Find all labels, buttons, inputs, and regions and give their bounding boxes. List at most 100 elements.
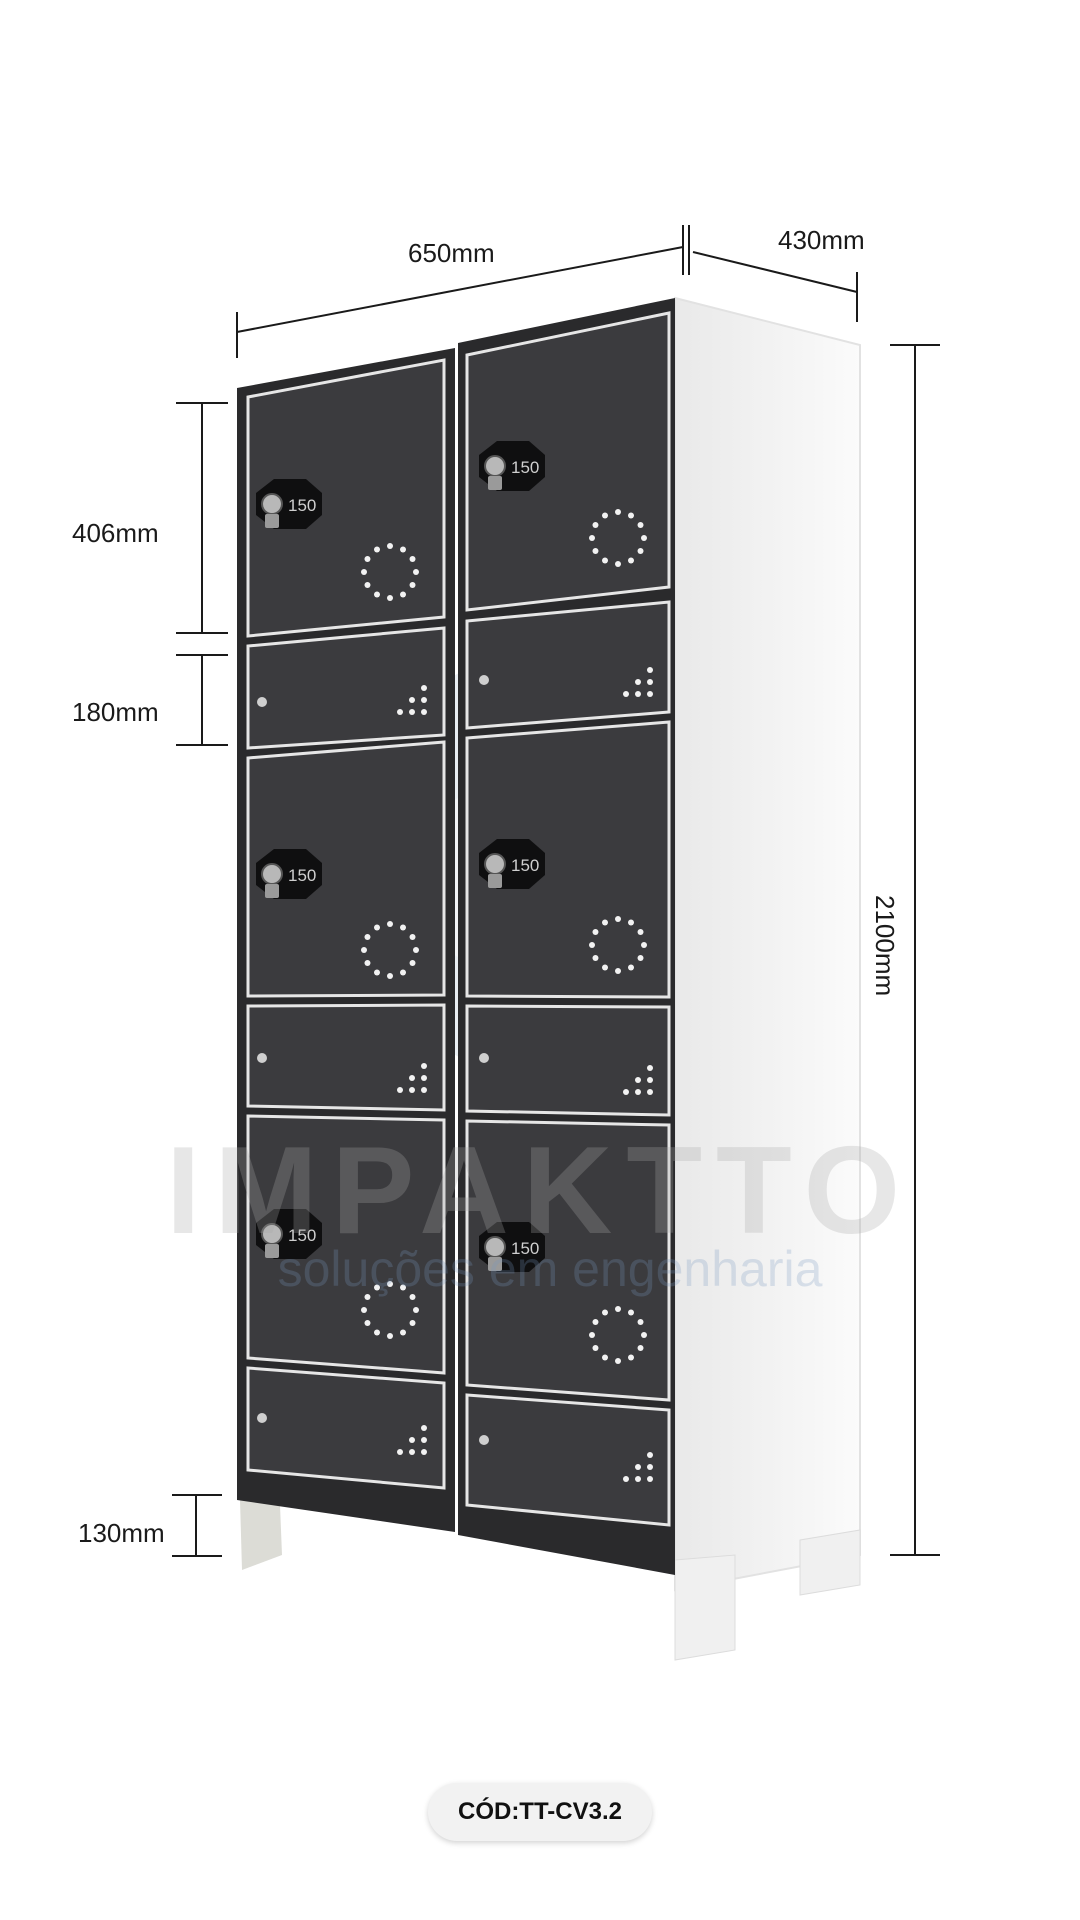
vent-hole bbox=[364, 1320, 371, 1326]
vent-hole bbox=[637, 929, 644, 935]
vent-hole bbox=[387, 543, 393, 549]
vent-hole bbox=[641, 1332, 647, 1338]
vent-hole bbox=[602, 1309, 608, 1316]
dimension-legs-label: 130mm bbox=[78, 1518, 165, 1548]
vent-hole bbox=[635, 1464, 641, 1470]
vent-hole bbox=[615, 1358, 621, 1364]
vent-hole bbox=[364, 1294, 371, 1300]
vent-hole bbox=[387, 973, 393, 979]
vent-hole bbox=[364, 934, 371, 940]
vent-hole bbox=[641, 942, 647, 948]
vent-hole bbox=[602, 557, 608, 564]
combination-lock-icon: 150 bbox=[256, 849, 322, 899]
vent-hole bbox=[397, 1449, 403, 1455]
vent-hole bbox=[409, 1449, 415, 1455]
locker-door-large[interactable] bbox=[246, 740, 446, 998]
combination-lock-icon: 150 bbox=[256, 1209, 322, 1259]
vent-hole bbox=[628, 919, 634, 926]
locker-doors bbox=[246, 311, 671, 1527]
lock-label: 150 bbox=[288, 866, 316, 885]
locker-door-large[interactable] bbox=[246, 358, 446, 638]
vent-hole bbox=[628, 557, 634, 564]
locker-door-small[interactable] bbox=[465, 600, 671, 730]
vent-hole bbox=[635, 1089, 641, 1095]
combination-lock-icon: 150 bbox=[479, 839, 545, 889]
vent-hole bbox=[374, 591, 380, 598]
vent-hole bbox=[421, 709, 427, 715]
vent-hole bbox=[647, 667, 653, 673]
vent-hole bbox=[409, 1437, 415, 1443]
vent-hole bbox=[397, 1087, 403, 1093]
dimension-large-door-label: 406mm bbox=[72, 518, 159, 548]
watermark-brand: IMPAKTTO bbox=[165, 1122, 915, 1260]
vent-hole bbox=[409, 934, 416, 940]
vent-hole bbox=[409, 1075, 415, 1081]
lock-label: 150 bbox=[288, 1226, 316, 1245]
vent-hole bbox=[387, 921, 393, 927]
vent-hole bbox=[635, 1077, 641, 1083]
vent-hole bbox=[592, 522, 599, 528]
locker-door-large[interactable] bbox=[465, 1119, 671, 1402]
locker-door-small[interactable] bbox=[465, 1393, 671, 1527]
vent-hole bbox=[409, 960, 416, 966]
vent-hole bbox=[647, 1476, 653, 1482]
locker-door-large[interactable] bbox=[246, 1114, 446, 1375]
vent-hole bbox=[421, 1075, 427, 1081]
vent-hole bbox=[400, 1284, 406, 1291]
locker-door-small[interactable] bbox=[246, 626, 446, 750]
vent-hole bbox=[413, 569, 419, 575]
dimension-lines bbox=[172, 225, 940, 1557]
vent-hole bbox=[589, 1332, 595, 1338]
vent-hole bbox=[592, 1319, 599, 1325]
cabinet-leg bbox=[240, 1500, 282, 1570]
locker-door-large[interactable] bbox=[465, 720, 671, 999]
vent-hole bbox=[409, 1294, 416, 1300]
vent-hole bbox=[602, 512, 608, 519]
vent-hole bbox=[421, 1063, 427, 1069]
vent-hole bbox=[647, 1089, 653, 1095]
combination-lock-icon: 150 bbox=[479, 1222, 545, 1272]
vent-hole bbox=[628, 1309, 634, 1316]
vent-hole bbox=[400, 546, 406, 553]
vent-hole bbox=[374, 969, 380, 976]
vent-hole bbox=[387, 595, 393, 601]
locker-door-small[interactable] bbox=[246, 1366, 446, 1490]
vent-hole bbox=[635, 1476, 641, 1482]
vent-hole bbox=[374, 1284, 380, 1291]
combination-lock-icon: 150 bbox=[479, 441, 545, 491]
vent-hole bbox=[589, 942, 595, 948]
vent-hole bbox=[413, 947, 419, 953]
vent-hole bbox=[647, 1464, 653, 1470]
vent-hole bbox=[628, 512, 634, 519]
vent-hole bbox=[615, 509, 621, 515]
vent-hole bbox=[592, 548, 599, 554]
ventilation-holes bbox=[361, 509, 653, 1482]
vent-hole bbox=[592, 929, 599, 935]
vent-hole bbox=[421, 1087, 427, 1093]
vent-hole bbox=[637, 1345, 644, 1351]
locker-door-small[interactable] bbox=[465, 1004, 671, 1117]
dimension-width-label: 650mm bbox=[408, 238, 495, 268]
locker-door-small[interactable] bbox=[246, 1003, 446, 1112]
vent-hole bbox=[421, 1425, 427, 1431]
vent-hole bbox=[421, 1449, 427, 1455]
vent-hole bbox=[647, 1065, 653, 1071]
vent-hole bbox=[421, 1437, 427, 1443]
vent-hole bbox=[647, 1452, 653, 1458]
vent-hole bbox=[409, 582, 416, 588]
dimension-small-door-label: 180mm bbox=[72, 697, 159, 727]
vent-hole bbox=[615, 1306, 621, 1312]
vent-hole bbox=[364, 582, 371, 588]
vent-hole bbox=[635, 691, 641, 697]
locker-door-large[interactable] bbox=[465, 311, 671, 612]
vent-hole bbox=[637, 1319, 644, 1325]
vent-hole bbox=[361, 947, 367, 953]
vent-hole bbox=[637, 548, 644, 554]
vent-hole bbox=[628, 1354, 634, 1361]
vent-hole bbox=[647, 691, 653, 697]
vent-hole bbox=[387, 1281, 393, 1287]
vent-hole bbox=[647, 679, 653, 685]
vent-hole bbox=[361, 569, 367, 575]
lock-label: 150 bbox=[288, 496, 316, 515]
